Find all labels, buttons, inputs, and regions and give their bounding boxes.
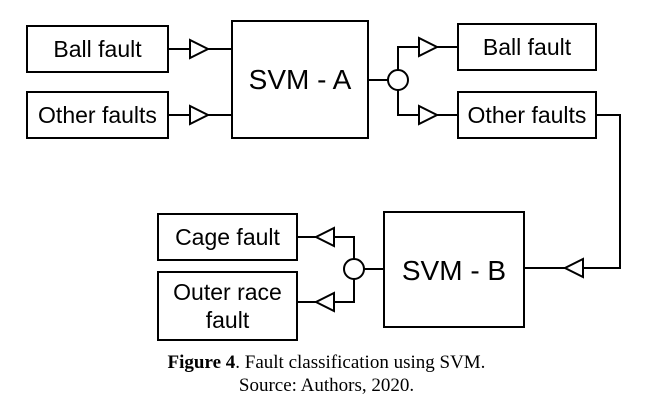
svm-a-junction (387, 69, 409, 91)
output-arrow-ball (418, 36, 440, 58)
output-label-cage-fault: Cage fault (175, 224, 280, 250)
output-label-outer-race-line1: Outer race (173, 279, 282, 305)
output-label-outer-race-line2: fault (206, 307, 250, 333)
svm-b-junction (343, 258, 365, 280)
input-box-ball-fault (26, 25, 169, 73)
output-label-other-faults: Other faults (468, 102, 587, 128)
figure-caption: Figure 4. Fault classification using SVM… (0, 352, 653, 374)
output-label-ball-fault: Ball fault (483, 34, 572, 60)
output-arrow-other (418, 104, 440, 126)
input-box-other-faults (26, 91, 169, 139)
figure-source: Source: Authors, 2020. (238, 375, 415, 396)
input-arrow-ball (189, 38, 211, 60)
output-box-outer-race-fault (157, 271, 298, 341)
figure-label: Figure 4 (167, 352, 236, 373)
svm-b-label: SVM - B (402, 255, 506, 286)
svm-a-box (231, 20, 369, 139)
svm-b-box (383, 211, 525, 328)
output-arrow-cage (313, 226, 335, 248)
output-box-ball-fault (457, 23, 597, 71)
output-box-other-faults (457, 91, 597, 139)
output-box-cage-fault (157, 213, 298, 261)
feed-arrow-svm-b (562, 257, 584, 279)
input-label-ball-fault: Ball fault (53, 36, 142, 62)
output-arrow-outer-race (313, 291, 335, 313)
input-label-other-faults: Other faults (38, 102, 157, 128)
figure-text: . Fault classification using SVM. (235, 352, 486, 373)
input-arrow-other (189, 104, 211, 126)
svm-a-label: SVM - A (249, 64, 352, 95)
